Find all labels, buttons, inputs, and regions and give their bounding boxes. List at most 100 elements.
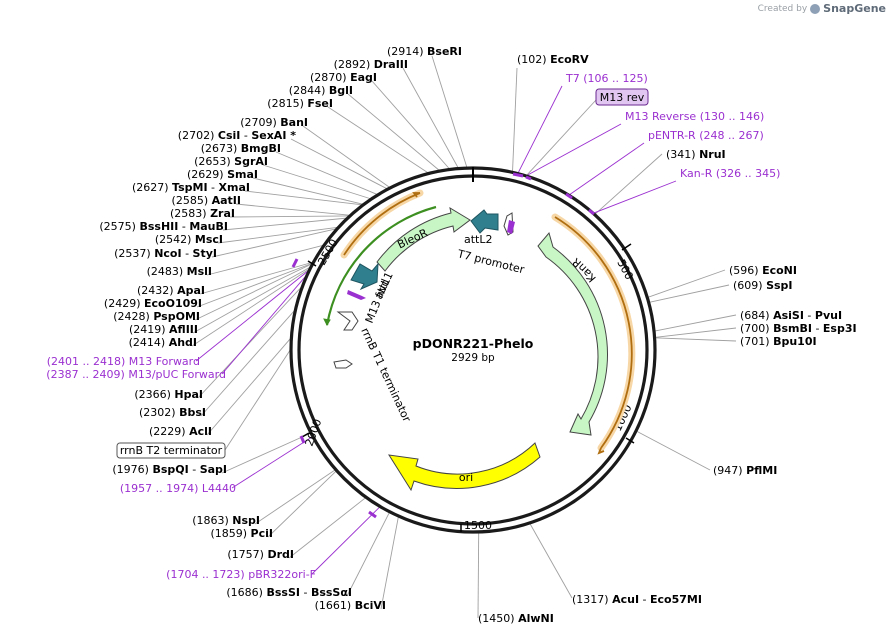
enzyme-label-pcii: (1859) PciI bbox=[210, 527, 273, 540]
plasmid-title: pDONR221-Phelo 2929 bp bbox=[413, 336, 534, 364]
leader-smai bbox=[252, 177, 364, 205]
leader-aatii bbox=[235, 203, 351, 216]
enzyme-label-bani: (2709) BanI bbox=[240, 116, 308, 129]
leader-ncoi bbox=[211, 228, 338, 258]
leader-bsshii bbox=[222, 217, 348, 231]
tick-2500 bbox=[307, 260, 317, 267]
leader-bspqi bbox=[221, 432, 312, 474]
primer-label-m13-forward: (2401 .. 2418) M13 Forward bbox=[47, 355, 200, 368]
leader-bmgbi bbox=[275, 151, 379, 196]
leader-sspi bbox=[648, 284, 730, 303]
enzyme-label-sspi: (609) SspI bbox=[733, 279, 793, 292]
enzyme-label-afliii: (2419) AflIII bbox=[129, 323, 198, 336]
enzyme-label-fsei: (2815) FseI bbox=[267, 97, 333, 110]
primer-label-kan-r: Kan-R (326 .. 345) bbox=[680, 167, 780, 180]
credit-brand: SnapGene bbox=[823, 2, 886, 15]
leader-bsmbi bbox=[654, 327, 737, 338]
leader-bani bbox=[302, 125, 391, 189]
enzyme-label-bgli: (2844) BglI bbox=[289, 84, 353, 97]
snapgene-logo-icon bbox=[810, 3, 821, 14]
primer-leader-m13-forward bbox=[195, 269, 310, 362]
leader-bbsi bbox=[200, 309, 296, 417]
feature-label-ori: ori bbox=[459, 471, 473, 484]
enzyme-label-bseri: (2914) BseRI bbox=[387, 45, 462, 58]
site-labels: (2914) BseRI(2892) DraIII(2870) EagI(284… bbox=[46, 45, 856, 625]
leader-ahdi bbox=[191, 267, 311, 347]
tick-1000 bbox=[625, 437, 635, 444]
enzyme-label-bsmbi: (700) BsmBI - Esp3I bbox=[740, 322, 857, 335]
primer-label-t7: T7 (106 .. 125) bbox=[565, 72, 648, 85]
orange-feature-arcs bbox=[340, 189, 636, 455]
primer-label-pentr-r: pENTR-R (248 .. 267) bbox=[648, 129, 764, 142]
leader-asisi bbox=[653, 314, 737, 332]
leader-ecoo109i bbox=[196, 262, 314, 308]
boxed-leader-m13-rev bbox=[525, 99, 597, 177]
boxed-label-frame-rrnb-t2-terminator bbox=[116, 442, 226, 459]
boxed-label-frame-m13-rev bbox=[595, 88, 649, 106]
enzyme-label-draiii: (2892) DraIII bbox=[334, 58, 408, 71]
primer-leader-m13-reverse bbox=[525, 123, 622, 177]
leader-afliii bbox=[192, 266, 312, 334]
leader-sgrai bbox=[262, 164, 372, 200]
boxed-label-rrnb-t2-terminator: rrnB T2 terminator bbox=[120, 444, 223, 457]
primer-label-m13-puc-forward: (2387 .. 2409) M13/pUC Forward bbox=[46, 368, 226, 381]
enzyme-label-zrai: (2583) ZraI bbox=[170, 207, 235, 220]
feature-kanr: KanR bbox=[537, 231, 608, 436]
primer-label-l4440: (1957 .. 1974) L4440 bbox=[120, 482, 236, 495]
enzyme-label-bcivi: (1661) BciVI bbox=[315, 599, 386, 612]
green-feature-arc bbox=[323, 205, 437, 327]
feature-bleor: BleoR bbox=[376, 206, 471, 272]
enzyme-label-ahdi: (2414) AhdI bbox=[129, 336, 197, 349]
leader-alwni bbox=[477, 531, 480, 619]
enzyme-label-bbsi: (2302) BbsI bbox=[139, 406, 206, 419]
leader-tspmi bbox=[244, 190, 364, 206]
tick-label-1500: 1500 bbox=[464, 519, 492, 532]
enzyme-label-acli: (2229) AclI bbox=[149, 425, 212, 438]
enzyme-label-nrui: (341) NruI bbox=[666, 148, 726, 161]
primer-leader-l4440 bbox=[231, 436, 314, 489]
leader-pspomi bbox=[194, 262, 314, 321]
enzyme-label-asisi: (684) AsiSI - PvuI bbox=[740, 309, 842, 322]
enzyme-label-bsshii: (2575) BssHII - MauBI bbox=[99, 220, 228, 233]
leader-zrai bbox=[229, 215, 351, 218]
enzyme-label-sgrai: (2653) SgrAI bbox=[194, 155, 268, 168]
enzyme-label-ecoo109i: (2429) EcoO109I bbox=[104, 297, 202, 310]
feature-label-rrnb-t1: rrnB T1 terminator bbox=[358, 326, 413, 425]
tick-500 bbox=[621, 243, 632, 251]
leader-lines bbox=[191, 55, 737, 619]
leader-bsssi bbox=[346, 511, 391, 597]
enzyme-label-econi: (596) EcoNI bbox=[729, 264, 797, 277]
feature-rrnb-t1: rrnB T1 terminator bbox=[333, 311, 414, 425]
boxed-label-m13-rev: M13 rev bbox=[600, 91, 645, 104]
leader-eagi bbox=[371, 80, 451, 170]
leader-pcii bbox=[267, 470, 338, 538]
enzyme-label-msli: (2483) MslI bbox=[147, 265, 212, 278]
primer-leader-pentr-r bbox=[568, 142, 645, 196]
feature-label-t7-promoter: T7 promoter bbox=[455, 247, 526, 276]
tick-2000 bbox=[301, 432, 310, 438]
primer-label-m13-reverse: M13 Reverse (130 .. 146) bbox=[625, 110, 764, 123]
enzyme-label-aatii: (2585) AatII bbox=[172, 194, 241, 207]
feature-label-attl2: attL2 bbox=[464, 233, 493, 246]
primer-leader-kan-r bbox=[592, 180, 677, 214]
boxed-leader-rrnb-t2-terminator bbox=[224, 348, 292, 451]
enzyme-label-acui: (1317) AcuI - Eco57MI bbox=[572, 593, 702, 606]
leader-draiii bbox=[402, 67, 459, 169]
enzyme-label-eagi: (2870) EagI bbox=[310, 71, 377, 84]
leader-nspi bbox=[254, 469, 336, 525]
primer-bars bbox=[291, 172, 595, 519]
primer-leader-pbr322ori-f bbox=[311, 506, 381, 575]
feature-ori: ori bbox=[388, 442, 541, 492]
enzyme-label-nspi: (1863) NspI bbox=[192, 514, 260, 527]
leader-acli bbox=[206, 337, 292, 436]
enzyme-label-bmgbi: (2673) BmgBI bbox=[201, 142, 281, 155]
enzyme-label-pflmi: (947) PflMI bbox=[713, 464, 777, 477]
enzyme-label-pspomi: (2428) PspOMI bbox=[113, 310, 200, 323]
enzyme-label-smai: (2629) SmaI bbox=[187, 168, 258, 181]
enzyme-label-bspqi: (1976) BspQI - SapI bbox=[112, 463, 227, 476]
leader-econi bbox=[647, 269, 726, 299]
enzyme-label-bsssi: (1686) BssSI - BssSαI bbox=[226, 586, 352, 599]
leader-bpu10i bbox=[654, 337, 737, 342]
enzyme-label-csii: (2702) CsiI - SexAI * bbox=[178, 129, 296, 142]
